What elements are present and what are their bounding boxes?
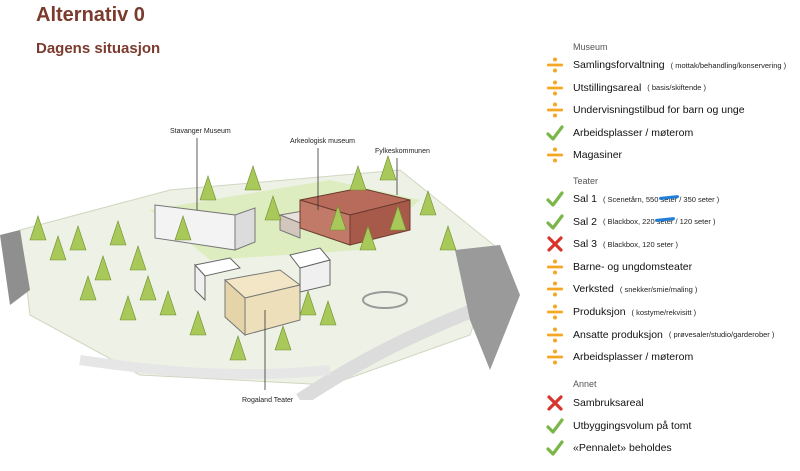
legend-item-label: Barne- og ungdomsteater xyxy=(573,260,693,273)
rock-cliff xyxy=(455,245,520,370)
legend-item: Samlingsforvaltning ( mottak/behandling/k… xyxy=(544,54,798,76)
legend-item: Utbyggingsvolum på tomt xyxy=(544,415,798,437)
legend-item-label: Undervisningstilbud for barn og unge xyxy=(573,104,745,117)
strike-mark xyxy=(658,194,680,200)
legend-item-label: Verksted xyxy=(573,283,614,296)
neutral-icon xyxy=(544,54,566,76)
legend-item-detail: ( Blackbox, 120 seter ) xyxy=(602,239,678,249)
legend-item-label: Sal 3 xyxy=(573,238,597,251)
page-title: Alternativ 0 xyxy=(36,4,145,26)
rock-cliff-left xyxy=(0,230,30,305)
neutral-icon xyxy=(544,324,566,346)
legend-item-label: «Pennalet» beholdes xyxy=(573,442,672,455)
legend-section-title-museum: Museum xyxy=(573,42,608,52)
legend-item-label: Ansatte produksjon xyxy=(573,328,663,341)
legend-item-label: Sambruksareal xyxy=(573,397,644,409)
check-icon xyxy=(544,188,566,210)
legend-item-label: Sal 2 xyxy=(573,215,597,228)
legend-item-label: Arbeidsplasser / møterom xyxy=(573,351,694,364)
legend-item: Sal 2 ( Blackbox, 220 seter / 120 seter ) xyxy=(544,211,798,233)
page-subtitle: Dagens situasjon xyxy=(36,40,161,57)
road-2 xyxy=(79,355,331,380)
legend-item-label: Samlingsforvaltning xyxy=(573,59,665,71)
legend-item: Produksjon ( kostyme/rekvisitt ) xyxy=(544,301,798,323)
legend-item: Ansatte produksjon ( prøvesaler/studio/ga… xyxy=(544,324,798,346)
legend-item: Sal 1 ( Scenetårn, 550 seter / 350 seter … xyxy=(544,188,798,210)
check-icon xyxy=(544,122,566,144)
legend-item: «Pennalet» beholdes xyxy=(544,437,798,459)
site-illustration xyxy=(0,138,520,400)
callout-rogaland-teater: Rogaland Teater xyxy=(242,397,294,404)
strike-mark xyxy=(654,217,676,223)
legend-item-detail: ( Scenetårn, 550 seter / 350 seter ) xyxy=(602,194,720,204)
check-icon xyxy=(544,211,566,233)
legend-item: Arbeidsplasser / møterom xyxy=(544,122,798,144)
legend-item-label: Arbeidsplasser / møterom xyxy=(573,126,694,139)
neutral-icon xyxy=(544,301,566,323)
neutral-icon xyxy=(544,256,566,278)
white-building-2 xyxy=(289,247,331,293)
callout-arkeologisk-museum: Arkeologisk museum xyxy=(290,138,355,145)
rogaland-teater-building xyxy=(223,269,302,337)
neutral-icon xyxy=(544,346,566,368)
legend-item-label: Magasiner xyxy=(573,149,623,162)
legend-item-label: Utbyggingsvolum på tomt xyxy=(573,419,692,432)
legend-item: Magasiner xyxy=(544,144,798,166)
legend-section-title-annet: Annet xyxy=(573,379,597,389)
neutral-icon xyxy=(544,77,566,99)
legend-item: Utstillingsareal ( basis/skiftende ) xyxy=(544,77,798,99)
legend-item-detail: ( kostyme/rekvisitt ) xyxy=(631,307,697,317)
white-building xyxy=(194,257,241,302)
legend-item-detail: ( basis/skiftende ) xyxy=(647,83,707,93)
legend-section-title-teater: Teater xyxy=(573,176,599,186)
stavanger-museum-building xyxy=(154,204,256,251)
check-icon xyxy=(544,415,566,437)
legend-item: Verksted ( snekker/smie/maling ) xyxy=(544,278,798,300)
legend-item: Sal 3 ( Blackbox, 120 seter ) xyxy=(544,233,798,255)
legend-item: Barne- og ungdomsteater xyxy=(544,256,798,278)
legend-item-label: Sal 1 xyxy=(573,193,597,205)
cross-icon xyxy=(544,233,566,255)
roundabout xyxy=(362,291,408,309)
callout-stavanger-museum: Stavanger Museum xyxy=(170,128,231,135)
callout-fylkeskommunen: Fylkeskommunen xyxy=(375,148,430,155)
legend-item-detail: ( Blackbox, 220 seter / 120 seter ) xyxy=(602,217,716,227)
legend-item-detail: ( prøvesaler/studio/garderober ) xyxy=(668,330,775,340)
legend-item-detail: ( mottak/behandling/konservering ) xyxy=(670,60,787,70)
legend-item: Undervisningstilbud for barn og unge xyxy=(544,99,798,121)
legend-item-label: Produksjon xyxy=(573,306,626,318)
check-icon xyxy=(544,437,566,459)
trees xyxy=(29,155,457,361)
legend-item-detail: ( snekker/smie/maling ) xyxy=(619,284,698,294)
neutral-icon xyxy=(544,144,566,166)
legend-item: Arbeidsplasser / møterom xyxy=(544,346,798,368)
neutral-icon xyxy=(544,278,566,300)
neutral-icon xyxy=(544,99,566,121)
cross-icon xyxy=(544,392,566,414)
legend-item-label: Utstillingsareal xyxy=(573,81,642,94)
legend-item: Sambruksareal xyxy=(544,392,798,414)
